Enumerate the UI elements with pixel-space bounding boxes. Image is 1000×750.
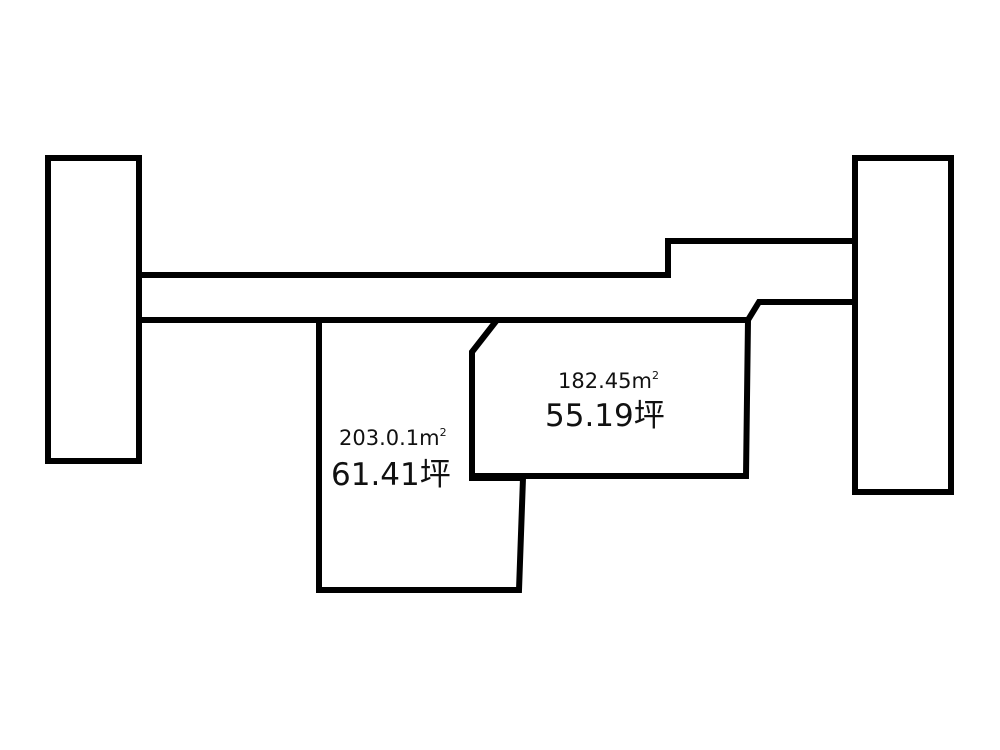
left-road-block [45, 155, 142, 464]
left-lot-area-sqm-sup: 2 [440, 426, 447, 439]
left-lot-area-tsubo: 61.41坪 [331, 457, 451, 493]
right-lot [469, 317, 752, 479]
access-passage [136, 238, 858, 323]
left-lot-area-sqm-value: 203.0.1m [339, 426, 440, 450]
right-lot-area-sqm-sup: 2 [652, 369, 659, 382]
right-lot-area-sqm: 182.45m2 [558, 369, 659, 393]
right-lot-area-tsubo: 55.19坪 [545, 398, 665, 434]
left-lot-area-sqm: 203.0.1m2 [339, 426, 447, 450]
right-road-block [852, 155, 954, 495]
right-lot-area-sqm-value: 182.45m [558, 369, 652, 393]
